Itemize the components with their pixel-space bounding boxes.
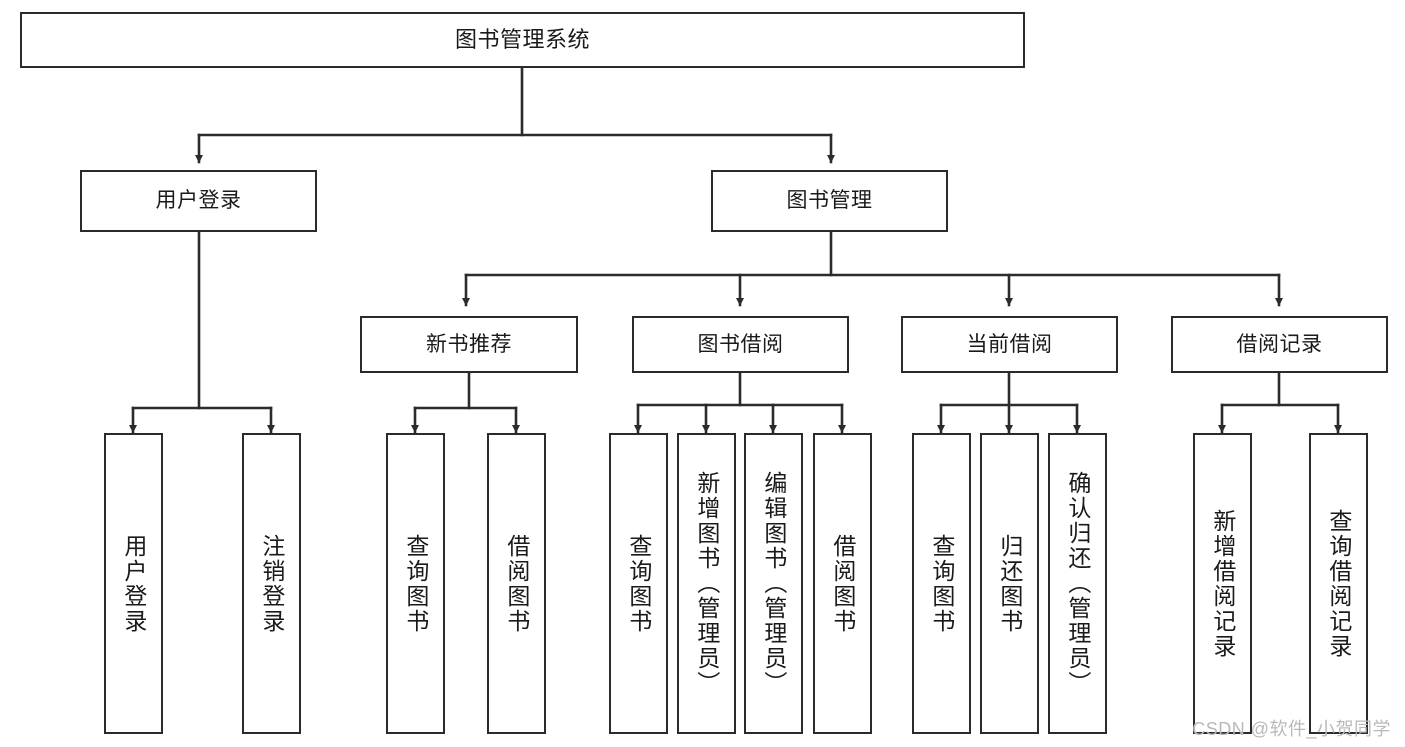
- node-leaf-query-book-3-label: 查询图书: [928, 533, 955, 634]
- node-leaf-query-book-2-label: 查询图书: [625, 533, 652, 634]
- node-leaf-borrow-book-1[interactable]: 借阅图书: [487, 433, 546, 734]
- node-leaf-logout-login-label: 注销登录: [258, 533, 285, 634]
- node-new-book-recommend-label: 新书推荐: [426, 332, 512, 356]
- node-leaf-user-login[interactable]: 用户登录: [104, 433, 163, 734]
- node-book-borrow[interactable]: 图书借阅: [632, 316, 849, 373]
- node-leaf-query-book-1[interactable]: 查询图书: [386, 433, 445, 734]
- node-leaf-return-book[interactable]: 归还图书: [980, 433, 1039, 734]
- node-leaf-confirm-return-admin[interactable]: 确认归还（管理员）: [1048, 433, 1107, 734]
- node-leaf-query-borrow-record-label: 查询借阅记录: [1325, 508, 1352, 659]
- node-leaf-user-login-label: 用户登录: [120, 533, 147, 634]
- node-leaf-confirm-return-admin-label: 确认归还（管理员）: [1064, 471, 1091, 696]
- node-borrow-record[interactable]: 借阅记录: [1171, 316, 1388, 373]
- node-leaf-query-book-1-label: 查询图书: [402, 533, 429, 634]
- node-book-manage[interactable]: 图书管理: [711, 170, 948, 232]
- node-new-book-recommend[interactable]: 新书推荐: [360, 316, 578, 373]
- node-current-borrow[interactable]: 当前借阅: [901, 316, 1118, 373]
- node-leaf-borrow-book-2-label: 借阅图书: [829, 533, 856, 634]
- node-leaf-logout-login[interactable]: 注销登录: [242, 433, 301, 734]
- node-book-borrow-label: 图书借阅: [697, 332, 784, 356]
- node-user-login[interactable]: 用户登录: [80, 170, 317, 232]
- node-leaf-borrow-book-1-label: 借阅图书: [503, 533, 530, 634]
- node-leaf-query-book-2[interactable]: 查询图书: [609, 433, 668, 734]
- node-leaf-return-book-label: 归还图书: [996, 533, 1023, 634]
- node-user-login-label: 用户登录: [155, 189, 242, 213]
- node-leaf-edit-book-admin[interactable]: 编辑图书（管理员）: [744, 433, 803, 734]
- node-leaf-query-book-3[interactable]: 查询图书: [912, 433, 971, 734]
- node-book-manage-label: 图书管理: [786, 189, 873, 213]
- watermark-text: CSDN @软件_小贺同学: [1192, 719, 1391, 739]
- node-current-borrow-label: 当前借阅: [966, 332, 1053, 356]
- node-leaf-borrow-book-2[interactable]: 借阅图书: [813, 433, 872, 734]
- node-root[interactable]: 图书管理系统: [20, 12, 1025, 68]
- node-leaf-query-borrow-record[interactable]: 查询借阅记录: [1309, 433, 1368, 734]
- node-leaf-add-borrow-record[interactable]: 新增借阅记录: [1193, 433, 1252, 734]
- node-leaf-edit-book-admin-label: 编辑图书（管理员）: [760, 471, 787, 696]
- node-leaf-add-borrow-record-label: 新增借阅记录: [1209, 508, 1236, 659]
- node-root-label: 图书管理系统: [454, 26, 590, 52]
- node-borrow-record-label: 借阅记录: [1236, 332, 1323, 356]
- node-leaf-add-book-admin-label: 新增图书（管理员）: [693, 471, 720, 696]
- node-leaf-add-book-admin[interactable]: 新增图书（管理员）: [677, 433, 736, 734]
